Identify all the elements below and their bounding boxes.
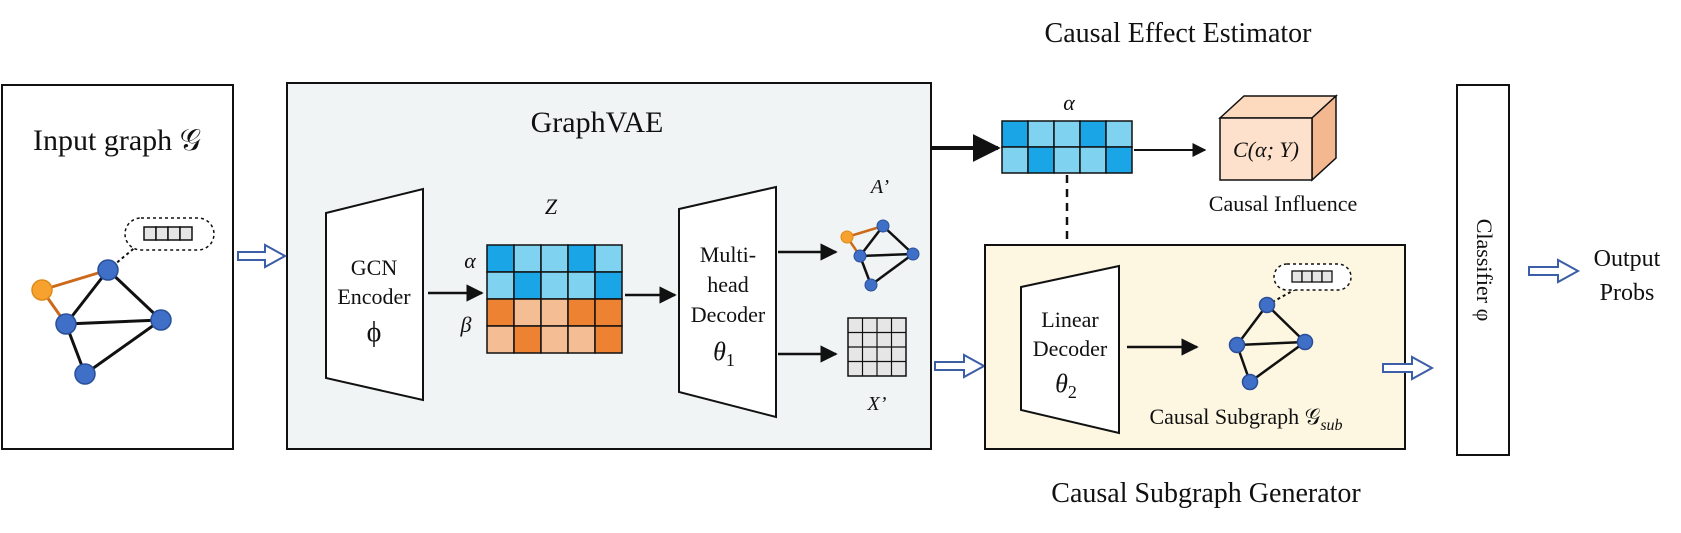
adjacency-label: A’ — [869, 176, 889, 198]
input-graph-title: Input graph 𝒢 — [33, 124, 201, 157]
feature-matrix-grid — [847, 317, 907, 377]
encoder-line1: GCN — [351, 255, 398, 280]
orange-node — [31, 279, 53, 301]
latent-alpha-label: α — [464, 248, 476, 273]
causal-influence-caption: Causal Influence — [1209, 191, 1357, 216]
linear-decoder-line1: Linear — [1041, 307, 1099, 332]
gcn-encoder: GCN Encoder ϕ — [325, 187, 424, 402]
arrow-classifier-to-output — [1528, 258, 1581, 284]
output-line2: Probs — [1600, 280, 1655, 306]
causal-subgraph-caption: Causal Subgraph 𝒢sub — [1149, 404, 1342, 434]
graphvae-title: GraphVAE — [531, 106, 664, 139]
classifier-label: Classifier φ — [1472, 219, 1497, 322]
decoder-line2: head — [707, 272, 749, 297]
feature-vector-icon — [143, 226, 193, 241]
decoder-symbol: θ1 — [713, 337, 735, 370]
causal-influence-cube: C(α; Y) — [1218, 94, 1338, 182]
graphvae-panel: GraphVAE GCN Encoder ϕ Z α β — [286, 82, 932, 450]
latent-z-label: Z — [545, 194, 558, 219]
features-label: X’ — [867, 393, 887, 415]
output-line1: Output — [1594, 246, 1661, 272]
cube-text: C(α; Y) — [1233, 137, 1299, 162]
decoder-line3: Decoder — [691, 302, 766, 327]
estimator-title: Causal Effect Estimator — [1045, 18, 1313, 49]
alpha-grid — [1001, 120, 1133, 174]
reconstructed-graph — [840, 219, 920, 292]
arrow-generator-to-classifier — [1382, 355, 1435, 381]
arrow-input-to-vae — [237, 243, 288, 269]
linear-decoder: Linear Decoder θ2 — [1020, 264, 1120, 435]
causal-subgraph — [1228, 263, 1352, 391]
latent-beta-label: β — [460, 312, 472, 337]
encoder-symbol: ϕ — [367, 317, 382, 348]
input-graph-drawing — [31, 217, 215, 385]
arrow-vae-to-generator — [934, 353, 987, 379]
multihead-decoder: Multi- head Decoder θ1 — [678, 185, 777, 419]
generator-title: Causal Subgraph Generator — [1051, 478, 1361, 509]
input-graph-panel: Input graph 𝒢 — [1, 84, 234, 450]
linear-decoder-line2: Decoder — [1033, 336, 1108, 361]
latent-z-grid — [486, 244, 623, 354]
encoder-line2: Encoder — [337, 284, 411, 309]
decoder-line1: Multi- — [700, 242, 756, 267]
generator-panel: Linear Decoder θ2 Causal Subgraph 𝒢sub — [984, 244, 1406, 450]
estimator-alpha-label: α — [1063, 90, 1075, 115]
linear-decoder-symbol: θ2 — [1055, 369, 1077, 402]
classifier-box: Classifier φ — [1456, 84, 1510, 456]
